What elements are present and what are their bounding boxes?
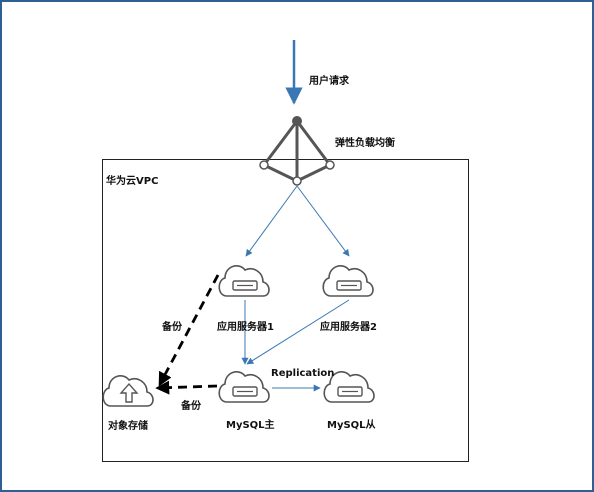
backup-label-2: 备份 — [181, 401, 201, 412]
app-server-1-icon — [218, 265, 270, 297]
object-storage-label: 对象存储 — [108, 421, 148, 432]
mysql-master-icon — [218, 371, 270, 403]
elb-label: 弹性负载均衡 — [335, 138, 395, 149]
app-server-2-label: 应用服务器2 — [320, 322, 377, 333]
cloud-upload-icon — [102, 375, 154, 407]
mysql-slave-label: MySQL从 — [327, 420, 376, 431]
app-server-1-label: 应用服务器1 — [217, 322, 274, 333]
user-request-label: 用户请求 — [309, 76, 349, 87]
load-balancer-icon — [259, 116, 335, 186]
elb-to-app2-line — [296, 185, 350, 257]
backup-label-1: 备份 — [162, 322, 182, 333]
backup-arrow-from-mysql — [155, 380, 218, 395]
backup-arrow-from-app1 — [158, 274, 220, 387]
app-server-2-icon — [322, 265, 374, 297]
vpc-boundary — [102, 159, 469, 462]
app2-to-mysql-line — [246, 299, 350, 365]
replication-label: Replication — [271, 368, 335, 379]
mysql-master-label: MySQL主 — [226, 420, 275, 431]
elb-to-app1-line — [245, 185, 298, 257]
vpc-label: 华为云VPC — [106, 176, 159, 187]
